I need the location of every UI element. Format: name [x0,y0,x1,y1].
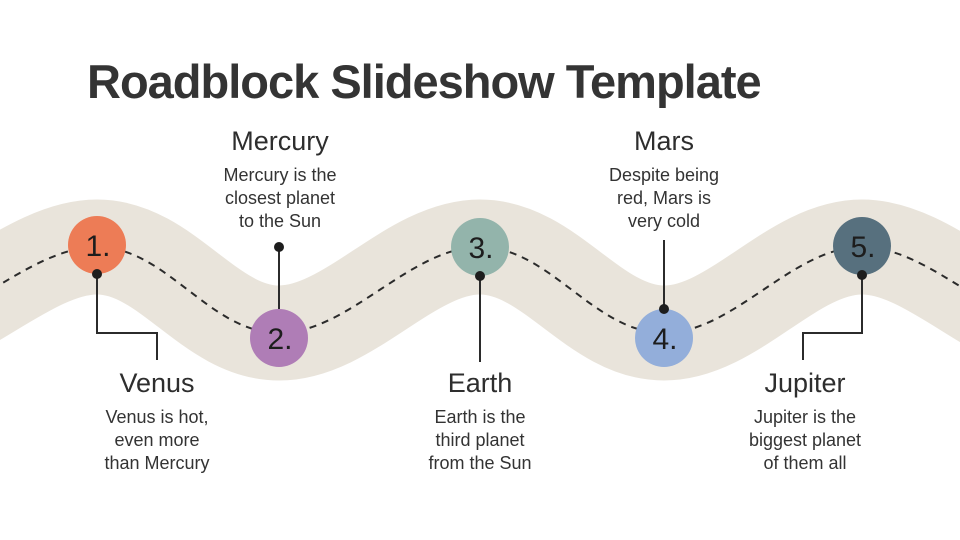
planet-description: Despite being red, Mars is very cold [608,165,720,231]
planet-label-jupiter: Jupiter Jupiter is the biggest planet of… [715,366,895,475]
stop-number-4: 4. [652,323,677,356]
stop-number-5: 5. [850,231,875,264]
stop-number-1: 1. [85,230,110,263]
stop-circle-4 [635,309,693,367]
planet-description: Jupiter is the biggest planet of them al… [748,407,862,473]
planet-name: Earth [447,368,513,398]
stop-number-2: 2. [267,323,292,356]
planet-label-venus: Venus Venus is hot, even more than Mercu… [67,366,247,475]
planet-description: Venus is hot, even more than Mercury [104,407,210,473]
connector-venus [96,274,158,360]
connector-dot-venus [92,269,102,279]
stop-circle-2 [250,309,308,367]
planet-name: Jupiter [764,368,846,398]
connector-dot-earth [475,271,485,281]
slide-title: Roadblock Slideshow Template [87,55,762,108]
stop-circle-5 [833,217,891,275]
planet-description: Earth is the third planet from the Sun [428,407,532,473]
connector-dot-jupiter [857,270,867,280]
planet-description: Mercury is the closest planet to the Sun [223,165,337,231]
planet-label-mercury: Mercury Mercury is the closest planet to… [190,124,370,233]
connector-dot-mars [659,304,669,314]
planet-name: Mercury [231,126,329,156]
stop-circle-3 [451,218,509,276]
stop-number-3: 3. [468,232,493,265]
planet-name: Mars [634,126,694,156]
stop-circle-1 [68,216,126,274]
connector-dot-mercury [274,242,284,252]
planet-label-earth: Earth Earth is the third planet from the… [390,366,570,475]
planet-label-mars: Mars Despite being red, Mars is very col… [574,124,754,233]
connector-jupiter [802,275,863,360]
planet-name: Venus [119,368,195,398]
